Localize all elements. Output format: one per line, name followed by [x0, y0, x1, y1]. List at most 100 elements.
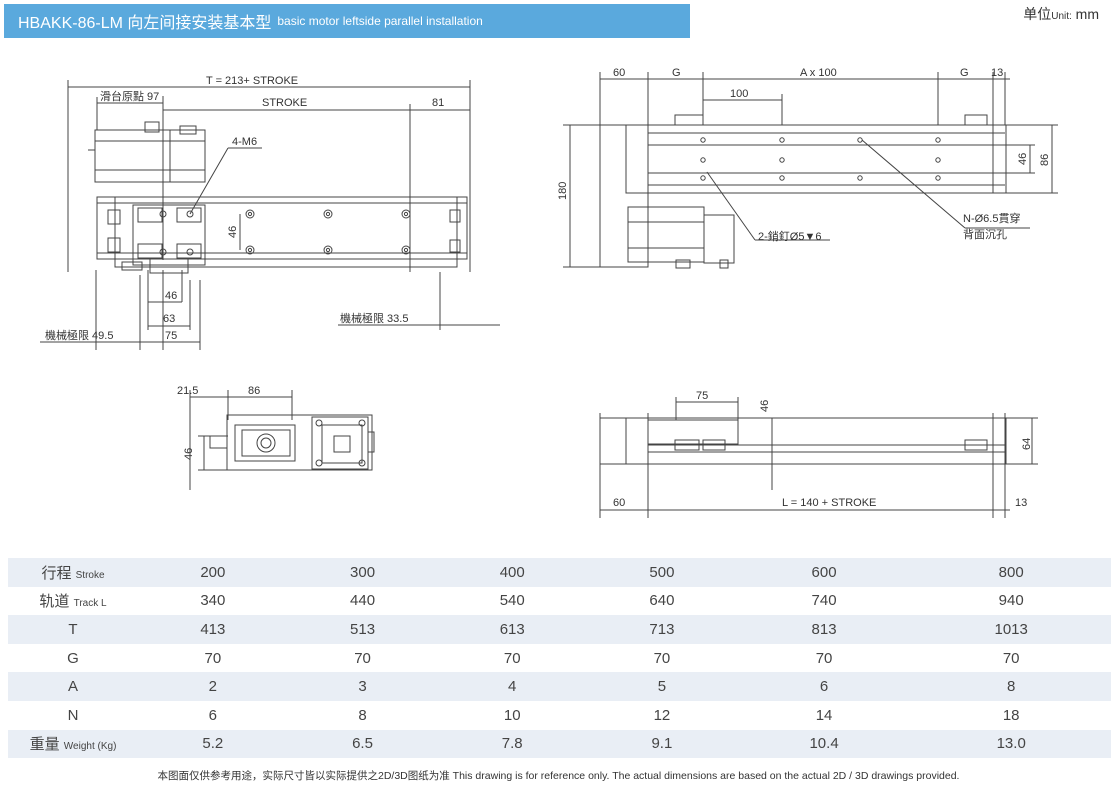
spec-cell: 6 [138, 700, 288, 730]
spec-cell: 4 [437, 672, 588, 701]
label-a-x-100: A x 100 [800, 67, 837, 79]
spec-label-main: G [67, 649, 79, 667]
spec-cell: 10 [437, 700, 588, 730]
unit-label: 单位Unit: mm [1023, 4, 1099, 24]
spec-cell: 2 [138, 672, 288, 701]
spec-cell: 940 [911, 586, 1111, 616]
spec-cell: 800 [911, 558, 1111, 587]
spec-cell: 70 [587, 643, 737, 673]
spec-row-label: 重量 Weight (Kg) [8, 729, 138, 759]
label-75-left: 75 [165, 330, 177, 342]
spec-cell: 70 [437, 643, 588, 673]
spec-label-main: 轨道 [39, 593, 70, 611]
spec-cell: 70 [911, 643, 1111, 673]
spec-row-label: G [8, 643, 138, 673]
spec-label-main: 行程 [41, 564, 72, 582]
label-81: 81 [432, 97, 444, 109]
spec-row-label: T [8, 615, 138, 644]
unit-value: mm [1075, 6, 1099, 22]
spec-cell: 600 [736, 558, 912, 587]
label-46-right: 46 [1017, 153, 1029, 165]
label-hole-1: N-Ø6.5貫穿 [963, 211, 1020, 225]
label-21-5: 21.5 [177, 385, 198, 397]
label-slide-origin: 滑台原點 97 [100, 89, 159, 103]
spec-cell: 340 [138, 586, 288, 616]
label-13-top: 13 [991, 67, 1003, 79]
title-bar: HBAKK-86-LM 向左间接安装基本型 basic motor leftsi… [4, 4, 690, 38]
label-63: 63 [163, 313, 175, 325]
spec-cell: 5 [587, 672, 737, 701]
spec-cell: 300 [287, 558, 438, 587]
label-mech-limit-right: 機械極限 33.5 [340, 311, 408, 325]
drawing-svg: T = 213+ STROKE 滑台原點 97 STROKE 81 4-M6 4… [40, 67, 1058, 518]
label-86-end: 86 [248, 385, 260, 397]
unit-text: 单位 [1023, 6, 1052, 22]
label-g-right: G [960, 67, 969, 79]
spec-label-small: Weight (Kg) [63, 741, 117, 753]
label-stroke: STROKE [262, 97, 307, 109]
spec-cell: 14 [736, 700, 912, 730]
spec-cell: 6 [736, 672, 912, 701]
spec-cell: 18 [911, 700, 1111, 730]
label-60-bottom: 60 [613, 497, 625, 509]
label-64: 64 [1021, 438, 1033, 450]
spec-cell: 440 [287, 586, 438, 616]
label-13-bottom: 13 [1015, 497, 1027, 509]
spec-label-main: 重量 [29, 736, 60, 754]
label-100: 100 [730, 88, 748, 100]
spec-cell: 70 [287, 643, 438, 673]
spec-cell: 640 [587, 586, 737, 616]
spec-cell: 713 [587, 615, 737, 644]
title-main: HBAKK-86-LM 向左间接安装基本型 [18, 15, 272, 32]
label-46-top: 46 [227, 226, 239, 238]
spec-cell: 813 [736, 615, 912, 644]
spec-cell: 8 [287, 700, 438, 730]
spec-cell: 613 [437, 615, 588, 644]
label-t-stroke: T = 213+ STROKE [206, 75, 298, 87]
spec-label-small: Stroke [75, 569, 105, 581]
spec-cell: 400 [437, 558, 588, 587]
label-g-left: G [672, 67, 681, 79]
spec-row-label: N [8, 700, 138, 730]
spec-cell: 3 [287, 672, 438, 701]
spec-cell: 740 [736, 586, 912, 616]
spec-cell: 8 [911, 672, 1111, 701]
label-hole-2: 背面沉孔 [963, 227, 1007, 241]
spec-label-main: N [67, 706, 79, 724]
spec-cell: 413 [138, 615, 288, 644]
spec-cell: 7.8 [437, 729, 588, 759]
label-86-right: 86 [1039, 154, 1051, 166]
label-pin: 2-銷釘Ø5▼6 [758, 229, 821, 243]
spec-cell: 9.1 [587, 729, 737, 759]
spec-cell: 12 [587, 700, 737, 730]
title-sub: basic motor leftside parallel installati… [277, 14, 483, 28]
spec-cell: 5.2 [138, 729, 288, 759]
spec-label-main: T [68, 620, 78, 638]
label-75-side: 75 [696, 390, 708, 402]
spec-cell: 6.5 [287, 729, 438, 759]
spec-cell: 500 [587, 558, 737, 587]
spec-cell: 13.0 [911, 729, 1111, 759]
spec-cell: 70 [736, 643, 912, 673]
spec-row-label: A [8, 672, 138, 701]
spec-label-small: Track L [73, 598, 107, 610]
label-46-side: 46 [759, 400, 771, 412]
spec-cell: 10.4 [736, 729, 912, 759]
spec-cell: 70 [138, 643, 288, 673]
technical-drawing: T = 213+ STROKE 滑台原點 97 STROKE 81 4-M6 4… [0, 40, 1117, 560]
unit-small: Unit: [1051, 11, 1072, 22]
label-46-end: 46 [183, 448, 195, 460]
spec-row-label: 行程 Stroke [8, 558, 138, 587]
label-46-small: 46 [165, 290, 177, 302]
spec-label-main: A [67, 678, 78, 696]
label-4-m6: 4-M6 [232, 136, 257, 148]
label-60-top: 60 [613, 67, 625, 79]
